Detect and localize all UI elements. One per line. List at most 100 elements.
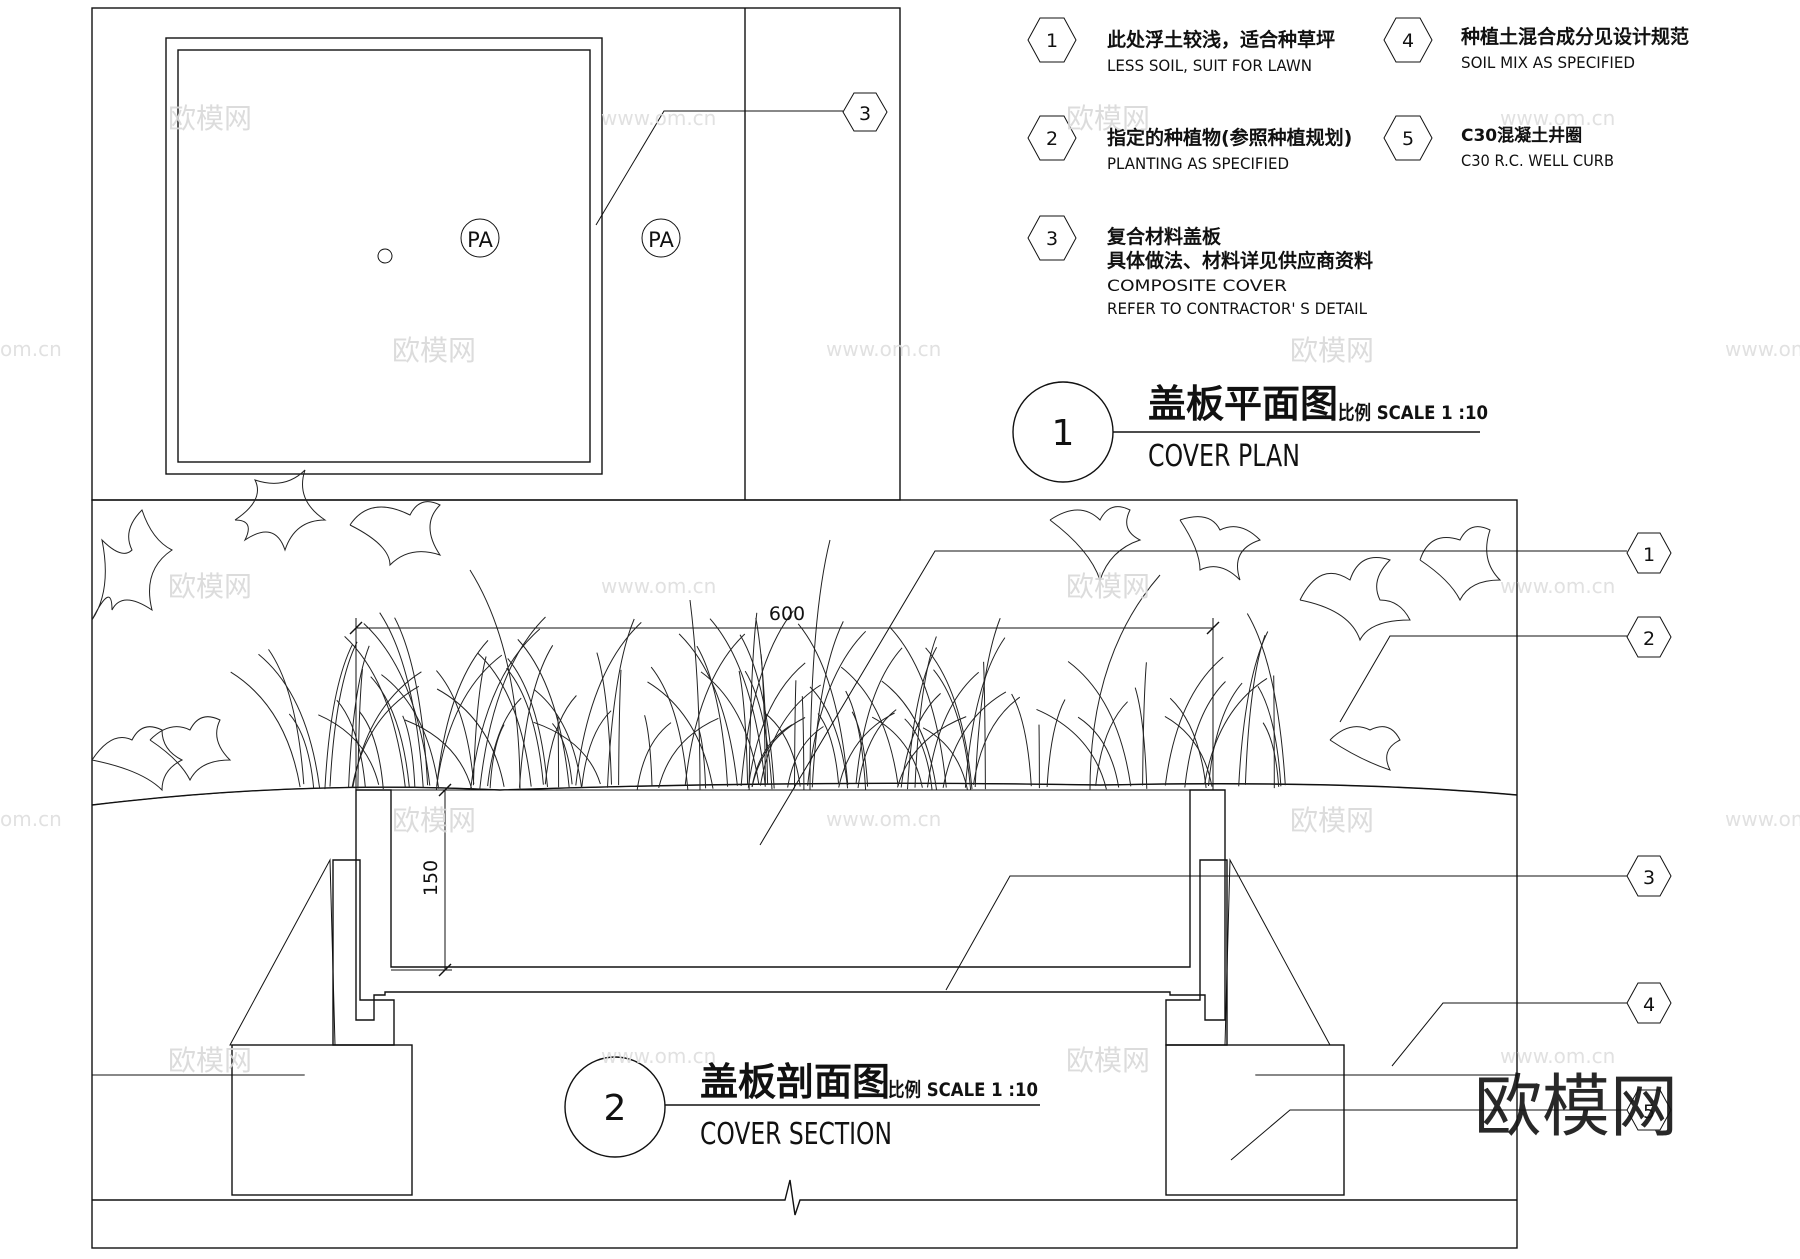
watermark-url: om.cn bbox=[0, 807, 62, 831]
grass-blade bbox=[582, 711, 611, 787]
grass-blade bbox=[325, 644, 353, 789]
watermark-url: www.om.cn bbox=[1500, 574, 1615, 598]
grass-blade bbox=[812, 621, 843, 787]
plan-tag-outer-text: PA bbox=[648, 228, 674, 252]
legend-item-1: 1 此处浮土较浅，适合种草坪 LESS SOIL, SUIT FOR LAWN bbox=[1028, 18, 1335, 75]
cover-plan-view: PA PA 3 bbox=[92, 8, 900, 500]
grass-blade bbox=[1012, 694, 1032, 786]
background-foliage bbox=[92, 470, 1500, 790]
legend-number: 1 bbox=[1046, 30, 1058, 52]
width-dimension-text: 600 bbox=[769, 603, 805, 625]
legend-item-4: 4 种植土混合成分见设计规范 SOIL MIX AS SPECIFIED bbox=[1384, 18, 1689, 72]
watermark-text: 欧模网 bbox=[1066, 1044, 1150, 1077]
watermark-text: 欧模网 bbox=[1290, 804, 1374, 837]
grass-blade bbox=[659, 718, 719, 788]
legend-number: 3 bbox=[1046, 228, 1058, 250]
grass-blade bbox=[480, 617, 546, 790]
grass-blade bbox=[259, 654, 320, 788]
grass-blade bbox=[928, 672, 979, 787]
grass-blade bbox=[788, 727, 824, 788]
cover-lift-hole-icon bbox=[378, 249, 392, 263]
grass-blade bbox=[1135, 688, 1147, 789]
callout-number-3: 3 bbox=[1643, 867, 1655, 889]
legend-label-zh: 此处浮土较浅，适合种草坪 bbox=[1107, 28, 1335, 51]
grass-blade bbox=[330, 642, 357, 787]
grass-blade bbox=[1047, 700, 1065, 788]
grass-blade bbox=[1247, 614, 1285, 786]
grass-blade bbox=[558, 716, 559, 787]
watermark-url: www.om.cn bbox=[826, 807, 941, 831]
legend-label-en: SOIL MIX AS SPECIFIED bbox=[1461, 53, 1635, 72]
grass-blade bbox=[488, 698, 522, 786]
legend-label-zh-detail: 具体做法、材料详见供应商资料 bbox=[1107, 249, 1373, 272]
grass-blade bbox=[818, 714, 839, 785]
watermark-url: www.om.cn bbox=[1725, 337, 1800, 361]
grass-blade bbox=[436, 640, 488, 790]
plan-title-number: 1 bbox=[1052, 413, 1075, 454]
grass-blade bbox=[318, 715, 378, 785]
legend-number: 4 bbox=[1402, 30, 1414, 52]
grass-blade bbox=[1263, 723, 1279, 787]
grass-blade bbox=[697, 646, 728, 787]
width-dimension: 600 bbox=[350, 603, 1219, 790]
section-title-en: COVER SECTION bbox=[700, 1117, 892, 1152]
grass-blade bbox=[1209, 683, 1243, 786]
grass-blade bbox=[810, 540, 830, 790]
grass-blade bbox=[1068, 662, 1131, 787]
callout-leader-1 bbox=[760, 551, 1627, 845]
plan-title-block: 1 盖板平面图 比例 SCALE 1 :10 COVER PLAN bbox=[1013, 382, 1488, 482]
grass-blade bbox=[1096, 702, 1128, 786]
grass-blade bbox=[943, 692, 1006, 788]
watermark-text: 欧模网 bbox=[1290, 334, 1374, 367]
legend-number: 5 bbox=[1402, 128, 1414, 150]
grass-blade bbox=[841, 667, 898, 786]
legend-number: 2 bbox=[1046, 128, 1058, 150]
grass-blade bbox=[231, 672, 300, 787]
watermark-url: www.om.cn bbox=[826, 337, 941, 361]
grass-blade bbox=[1239, 632, 1268, 787]
grass-blade bbox=[975, 618, 1000, 787]
watermark-url: www.om.cn bbox=[1725, 807, 1800, 831]
watermark-url: www.om.cn bbox=[1500, 1044, 1615, 1068]
grass-blade bbox=[349, 646, 370, 788]
grass-blade bbox=[1245, 635, 1265, 785]
grass-blade bbox=[1037, 709, 1107, 789]
watermark-text: 欧模网 bbox=[392, 334, 476, 367]
grass-blade bbox=[637, 723, 671, 790]
legend-label-en-detail: REFER TO CONTRACTOR' S DETAIL bbox=[1107, 299, 1367, 318]
grass-blade bbox=[889, 627, 946, 788]
callout-number-4: 4 bbox=[1643, 994, 1655, 1016]
legend-label-zh: 复合材料盖板 bbox=[1106, 225, 1222, 248]
legend-label-zh: 种植土混合成分见设计规范 bbox=[1460, 25, 1689, 48]
watermark-text: 欧模网 bbox=[1066, 570, 1150, 603]
watermark-url: www.om.cn bbox=[601, 106, 716, 130]
depth-dimension-text: 150 bbox=[420, 860, 442, 896]
grass-blade bbox=[608, 619, 635, 788]
grass-blade bbox=[1205, 678, 1267, 784]
grass-blade bbox=[802, 696, 804, 790]
grass-blade bbox=[651, 667, 688, 789]
watermark-text: 欧模网 bbox=[1066, 102, 1150, 135]
grass-blade bbox=[345, 636, 406, 787]
watermark-text: 欧模网 bbox=[168, 1044, 252, 1077]
grass-blade bbox=[808, 631, 866, 786]
plan-surround-area bbox=[92, 8, 900, 500]
plan-title-zh: 盖板平面图 bbox=[1148, 382, 1338, 426]
plan-callout-text: 3 bbox=[859, 103, 871, 125]
grass-blade bbox=[289, 714, 313, 789]
plan-tag-inner-text: PA bbox=[467, 228, 493, 252]
legend-label-en: COMPOSITE COVER bbox=[1107, 276, 1287, 295]
grass-blade bbox=[685, 634, 745, 785]
watermark-url: www.om.cn bbox=[601, 574, 716, 598]
legend-item-3: 3 复合材料盖板 具体做法、材料详见供应商资料 COMPOSITE COVER … bbox=[1028, 216, 1373, 318]
brand-logo-text: 欧模网 bbox=[1474, 1068, 1678, 1147]
grass-blade bbox=[405, 720, 472, 790]
grass-blade bbox=[795, 680, 796, 788]
grass-blade bbox=[545, 696, 576, 785]
legend-label-en: C30 R.C. WELL CURB bbox=[1461, 151, 1614, 170]
watermark-text: 欧模网 bbox=[168, 102, 252, 135]
callout-number-1: 1 bbox=[1643, 544, 1655, 566]
grass-blade bbox=[1078, 717, 1119, 787]
